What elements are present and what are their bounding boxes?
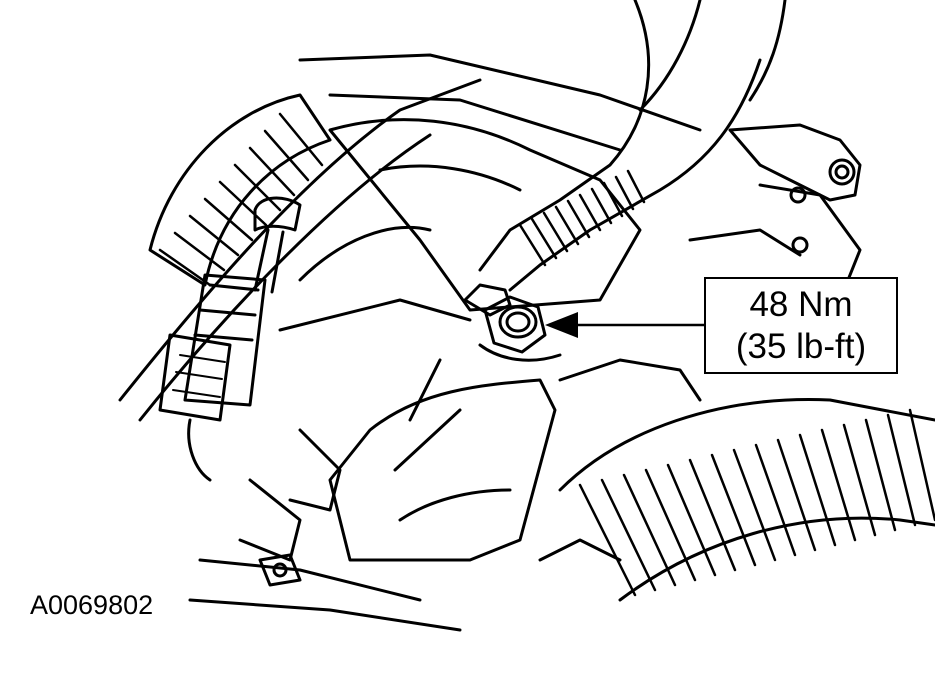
central-body [278,118,642,332]
corrugation-rib [776,438,817,552]
torque-spec-callout: 48 Nm (35 lb-ft) [704,277,898,374]
corrugation-rib [248,146,296,197]
corrugation-rib [864,418,897,532]
upper-frame-edge-2 [328,93,622,152]
right-bracket [688,123,862,302]
torque-callout-arrow [545,312,706,338]
coolant-hose [478,0,787,292]
corrugation-rib [908,408,935,522]
corrugation-rib [233,163,282,212]
left-frame-rail [118,78,482,402]
corrugation-rib [578,483,637,597]
corrugation-rib [188,214,240,257]
hose-bracket-bolt [463,283,562,362]
corrugation-rib [820,428,857,542]
corrugation-rib [530,217,558,260]
torque-metric-value: 48 Nm [749,284,853,324]
corrugation-rib [666,463,717,577]
corrugation-rib [578,193,602,232]
corrugation-rib [600,478,657,592]
corrugation-rib [542,211,569,253]
corrugation-rib [566,199,591,239]
corrugation-rib [614,175,635,211]
corrugation-rib [218,180,268,227]
lower-housing [188,358,702,632]
corrugation-rib [626,169,646,204]
corrugation-rib [644,468,697,582]
corrugation-rib [554,205,580,246]
corrugation-rib [203,197,254,242]
upper-left-corrugated-duct [148,93,332,287]
corrugation-rib [798,433,837,547]
corrugation-rib [518,223,547,267]
corrugation-rib [710,453,757,567]
figure-id-label: A0069802 [30,590,154,620]
corrugation-rib [278,112,324,167]
corrugation-rib [886,413,917,527]
corrugation-rib [622,473,677,587]
corrugation-rib [263,129,310,182]
sensor-connector-assembly [158,196,302,482]
corrugation-rib [754,443,797,557]
corrugation-rib [688,458,737,572]
corrugation-rib [842,423,877,537]
corrugation-rib [158,248,212,287]
lower-right-corrugated-duct [558,398,935,602]
torque-imperial-value: (35 lb-ft) [735,326,867,366]
corrugation-rib [173,231,226,272]
corrugation-rib [590,187,613,225]
corrugation-rib [732,448,777,562]
upper-frame-edge [298,53,702,132]
corrugation-rib [602,181,624,218]
